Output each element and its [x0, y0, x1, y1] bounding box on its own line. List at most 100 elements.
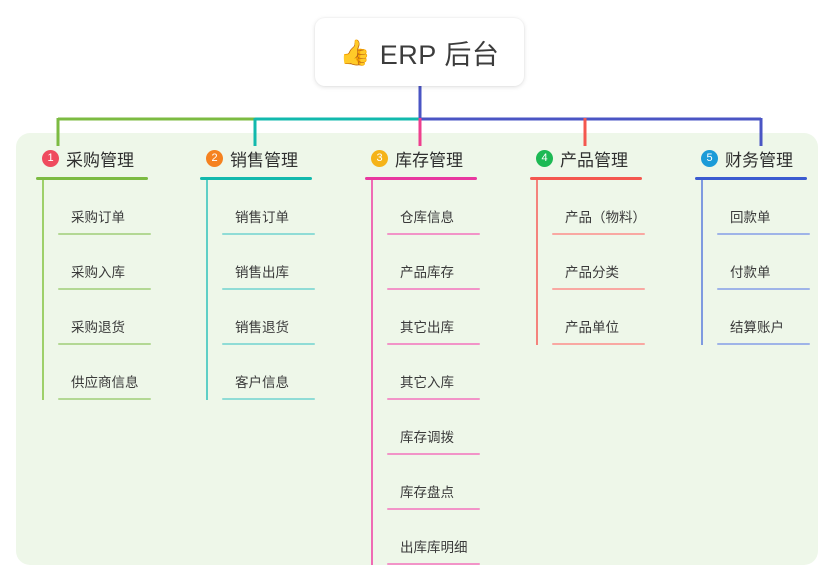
leaf-item-label: 其它入库: [400, 375, 454, 390]
leaf-item-label: 库存调拨: [400, 430, 454, 445]
leaf-item-label: 结算账户: [730, 320, 784, 335]
branch-spine: [42, 180, 44, 400]
branch-leaf-list: 回款单付款单结算账户: [695, 180, 810, 345]
leaf-item-label: 库存盘点: [400, 485, 454, 500]
leaf-item[interactable]: 采购退货: [58, 290, 151, 345]
branch-title: 库存管理: [395, 150, 463, 170]
leaf-item[interactable]: 产品分类: [552, 235, 645, 290]
leaf-item[interactable]: 产品（物料）: [552, 180, 646, 235]
leaf-item-label: 其它出库: [400, 320, 454, 335]
leaf-item[interactable]: 销售退货: [222, 290, 315, 345]
leaf-item-underline: [552, 343, 645, 345]
leaf-item[interactable]: 付款单: [717, 235, 810, 290]
leaf-item-underline: [58, 288, 151, 290]
branch-header[interactable]: 4 产品管理: [530, 146, 642, 170]
leaf-item-underline: [58, 233, 151, 235]
branch-header[interactable]: 3 库存管理: [365, 146, 477, 170]
branch-title: 产品管理: [560, 150, 628, 170]
branch-underline: [200, 177, 312, 180]
branch-spine: [701, 180, 703, 345]
leaf-item-label: 供应商信息: [71, 375, 139, 390]
leaf-item[interactable]: 采购入库: [58, 235, 151, 290]
leaf-item[interactable]: 产品库存: [387, 235, 480, 290]
branch-title: 销售管理: [230, 150, 298, 170]
branch-header[interactable]: 5 财务管理: [695, 146, 807, 170]
leaf-item[interactable]: 销售出库: [222, 235, 315, 290]
branch-leaf-list: 采购订单采购入库采购退货供应商信息: [36, 180, 151, 400]
leaf-item-underline: [387, 563, 480, 565]
leaf-item-underline: [387, 233, 480, 235]
leaf-item-label: 产品分类: [565, 265, 619, 280]
leaf-item-label: 销售退货: [235, 320, 289, 335]
leaf-item-underline: [222, 233, 315, 235]
branch-leaf-list: 销售订单销售出库销售退货客户信息: [200, 180, 315, 400]
leaf-item-underline: [387, 453, 480, 455]
branch-index-badge: 4: [536, 149, 553, 167]
branch-title: 财务管理: [725, 150, 793, 170]
branch-underline: [695, 177, 807, 180]
leaf-item-underline: [387, 288, 480, 290]
leaf-item[interactable]: 出库库明细: [387, 510, 480, 565]
leaf-item[interactable]: 结算账户: [717, 290, 810, 345]
leaf-item-label: 仓库信息: [400, 210, 454, 225]
branch-index-badge: 2: [206, 149, 223, 167]
leaf-item-underline: [222, 398, 315, 400]
branches-panel-background: [16, 133, 818, 565]
branch-leaf-list: 仓库信息产品库存其它出库其它入库库存调拨库存盘点出库库明细: [365, 180, 480, 565]
leaf-item-label: 产品库存: [400, 265, 454, 280]
leaf-item[interactable]: 销售订单: [222, 180, 315, 235]
leaf-item-underline: [58, 343, 151, 345]
leaf-item[interactable]: 库存盘点: [387, 455, 480, 510]
leaf-item-underline: [717, 288, 810, 290]
branch-leaf-list: 产品（物料） 产品分类产品单位: [530, 180, 646, 345]
leaf-item-underline: [387, 508, 480, 510]
branch-underline: [36, 177, 148, 180]
leaf-item-label: 销售订单: [235, 210, 289, 225]
branch-header[interactable]: 1 采购管理: [36, 146, 148, 170]
leaf-item-underline: [717, 233, 810, 235]
leaf-item-label: 客户信息: [235, 375, 289, 390]
leaf-item-label: 采购订单: [71, 210, 125, 225]
leaf-item-underline: [222, 343, 315, 345]
branch-column: 4 产品管理产品（物料） 产品分类产品单位: [530, 146, 646, 345]
leaf-item[interactable]: 供应商信息: [58, 345, 151, 400]
branch-spine: [206, 180, 208, 400]
leaf-item-label: 产品（物料）: [565, 210, 646, 225]
leaf-item-label: 销售出库: [235, 265, 289, 280]
leaf-item-underline: [222, 288, 315, 290]
leaf-item[interactable]: 库存调拨: [387, 400, 480, 455]
branch-column: 2 销售管理销售订单销售出库销售退货客户信息: [200, 146, 315, 400]
thumbs-up-icon: 👍: [339, 37, 371, 67]
branch-column: 1 采购管理采购订单采购入库采购退货供应商信息: [36, 146, 151, 400]
leaf-item-underline: [717, 343, 810, 345]
branch-title: 采购管理: [66, 150, 134, 170]
leaf-item[interactable]: 产品单位: [552, 290, 645, 345]
branch-column: 5 财务管理回款单付款单结算账户: [695, 146, 810, 345]
leaf-item-label: 出库库明细: [400, 540, 468, 555]
leaf-item-label: 采购入库: [71, 265, 125, 280]
leaf-item[interactable]: 仓库信息: [387, 180, 480, 235]
leaf-item-underline: [387, 398, 480, 400]
leaf-item-label: 采购退货: [71, 320, 125, 335]
branch-index-badge: 1: [42, 149, 59, 167]
leaf-item[interactable]: 其它出库: [387, 290, 480, 345]
branch-underline: [530, 177, 642, 180]
leaf-item[interactable]: 回款单: [717, 180, 810, 235]
leaf-item[interactable]: 客户信息: [222, 345, 315, 400]
branch-index-badge: 3: [371, 149, 388, 167]
leaf-item-underline: [552, 288, 645, 290]
branch-spine: [536, 180, 538, 345]
branch-column: 3 库存管理仓库信息产品库存其它出库其它入库库存调拨库存盘点出库库明细: [365, 146, 480, 565]
leaf-item-underline: [387, 343, 480, 345]
leaf-item[interactable]: 其它入库: [387, 345, 480, 400]
branch-index-badge: 5: [701, 149, 718, 167]
leaf-item-label: 回款单: [730, 210, 771, 225]
leaf-item-underline: [58, 398, 151, 400]
root-node-title: ERP 后台: [379, 39, 500, 70]
leaf-item[interactable]: 采购订单: [58, 180, 151, 235]
root-node[interactable]: 👍 ERP 后台: [315, 18, 524, 86]
branch-underline: [365, 177, 477, 180]
leaf-item-underline: [552, 233, 645, 235]
branch-header[interactable]: 2 销售管理: [200, 146, 312, 170]
